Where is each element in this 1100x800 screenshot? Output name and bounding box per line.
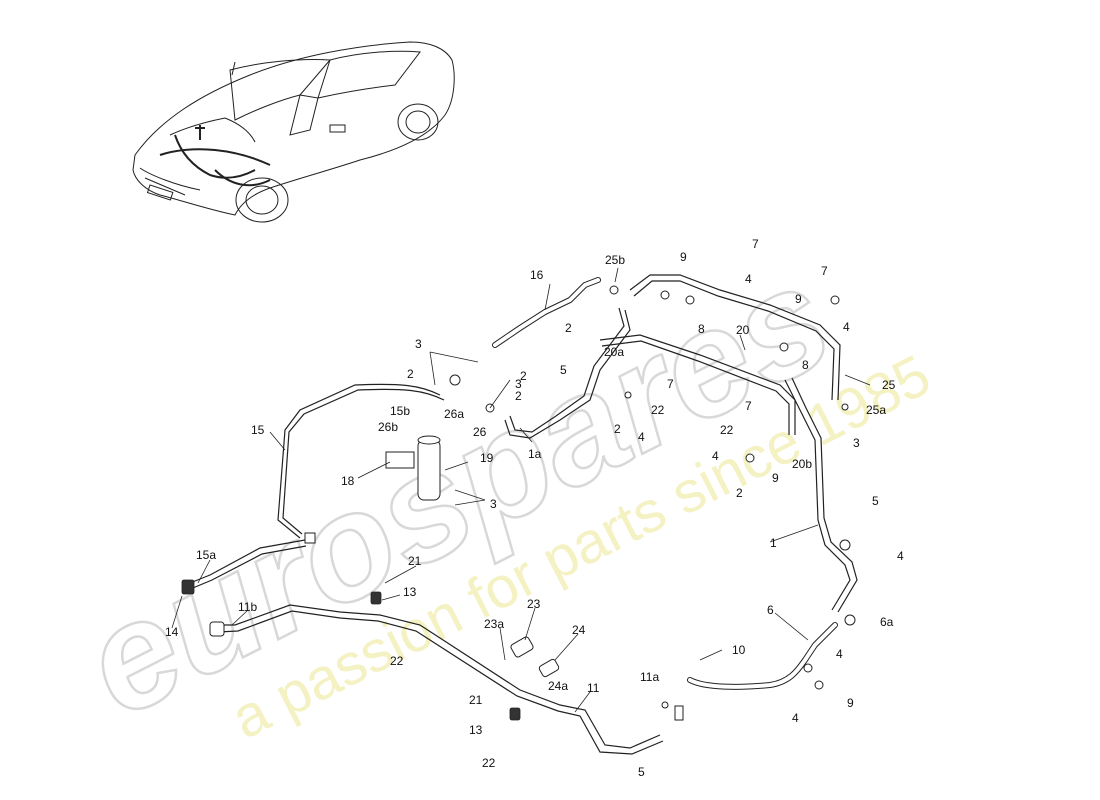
pipe-11b (217, 604, 664, 755)
label-9: 9 (847, 696, 854, 710)
label-4: 4 (638, 430, 645, 444)
label-1a: 1a (528, 447, 542, 461)
clips-and-fittings (181, 285, 856, 721)
label-26b: 26b (378, 420, 398, 434)
label-14: 14 (165, 625, 179, 639)
label-26a: 26a (444, 407, 464, 421)
label-20a: 20a (604, 345, 624, 359)
label-4: 4 (897, 549, 904, 563)
label-1: 1 (770, 536, 777, 550)
label-21: 21 (469, 693, 483, 707)
label-23a: 23a (484, 617, 504, 631)
label-21: 21 (408, 554, 422, 568)
label-13: 13 (403, 585, 417, 599)
pipe-1 (784, 377, 858, 613)
label-3: 3 (853, 436, 860, 450)
pipe-6 (687, 622, 838, 690)
label-2: 2 (515, 389, 522, 403)
label-16: 16 (530, 268, 544, 282)
label-8: 8 (802, 358, 809, 372)
label-20: 20 (736, 323, 750, 337)
car-illustration (132, 41, 455, 223)
pipe-1a (504, 307, 631, 439)
label-2: 2 (736, 486, 743, 500)
label-7: 7 (752, 237, 759, 251)
label-2: 2 (565, 321, 572, 335)
label-4: 4 (745, 272, 752, 286)
label-3: 3 (415, 337, 422, 351)
label-5: 5 (560, 363, 567, 377)
label-11a: 11a (640, 670, 659, 684)
label-4: 4 (843, 320, 850, 334)
callout-labels: 1 1a 2 2 2 2 2 2 3 3 3 3 4 4 4 4 4 4 4 5… (165, 237, 904, 779)
label-6: 6 (767, 603, 774, 617)
label-25b: 25b (605, 253, 625, 267)
leader-lines (171, 267, 871, 713)
label-11b: 11b (238, 600, 257, 614)
label-8: 8 (698, 322, 705, 336)
label-23: 23 (527, 597, 541, 611)
label-13: 13 (469, 723, 483, 737)
label-5: 5 (638, 765, 645, 779)
label-4: 4 (792, 711, 799, 725)
pipe-20 (599, 334, 796, 435)
label-4: 4 (712, 449, 719, 463)
label-5: 5 (872, 494, 879, 508)
label-2: 2 (520, 369, 527, 383)
pipe-25 (629, 274, 841, 401)
label-9: 9 (772, 471, 779, 485)
label-22: 22 (651, 403, 665, 417)
label-9: 9 (795, 292, 802, 306)
label-2: 2 (407, 367, 414, 381)
label-22: 22 (482, 756, 496, 770)
pipe-15a (184, 539, 307, 591)
label-7: 7 (745, 399, 752, 413)
label-24a: 24a (548, 679, 568, 693)
label-15: 15 (251, 423, 265, 437)
label-15b: 15b (390, 404, 410, 418)
label-18: 18 (341, 474, 355, 488)
label-3: 3 (515, 377, 522, 391)
label-7: 7 (667, 377, 674, 391)
label-25: 25 (882, 378, 896, 392)
sensor-23 (510, 636, 534, 658)
sensor-24 (538, 658, 560, 678)
label-20b: 20b (792, 457, 812, 471)
label-4: 4 (836, 647, 843, 661)
label-26: 26 (473, 425, 487, 439)
label-3: 3 (490, 497, 497, 511)
label-24: 24 (572, 623, 586, 637)
label-22: 22 (720, 423, 734, 437)
watermark: eurospares a passion for parts since 198… (57, 230, 940, 751)
label-6a: 6a (880, 615, 894, 629)
label-9: 9 (680, 250, 687, 264)
label-22: 22 (390, 654, 404, 668)
label-15a: 15a (196, 548, 216, 562)
label-7: 7 (821, 264, 828, 278)
label-10: 10 (732, 643, 746, 657)
label-11: 11 (587, 681, 600, 695)
label-25a: 25a (866, 403, 886, 417)
label-2: 2 (614, 422, 621, 436)
pipe-16 (492, 277, 601, 348)
label-19: 19 (480, 451, 494, 465)
pipe-15 (277, 383, 445, 539)
receiver-drier-19 (385, 435, 441, 501)
